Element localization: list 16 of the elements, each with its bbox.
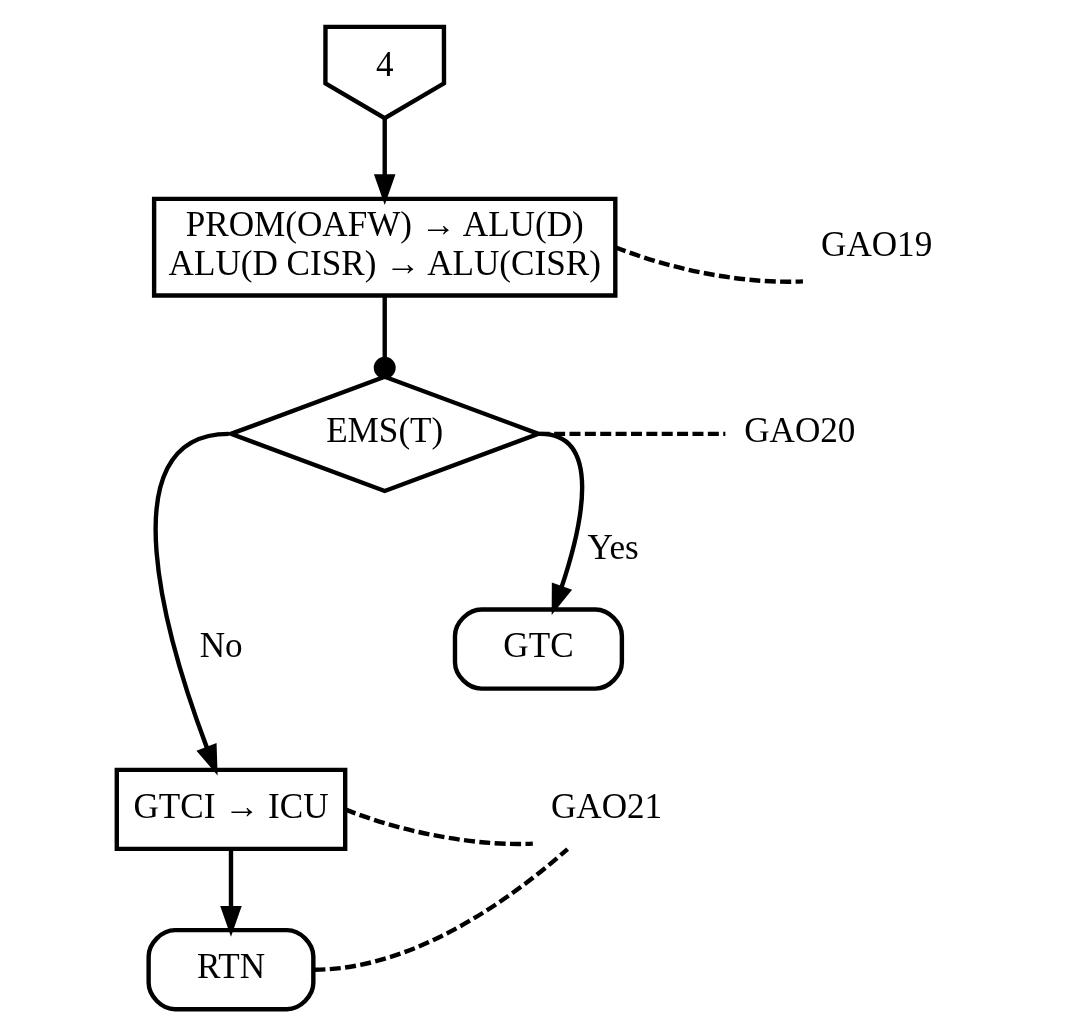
arrow — [373, 117, 395, 205]
connector — [313, 846, 569, 972]
edge-label: Yes — [587, 527, 639, 567]
arrow — [219, 848, 242, 937]
node-box: RTN — [145, 927, 316, 1011]
arrow — [153, 431, 229, 775]
node-text: GAO19 — [820, 224, 932, 264]
connector — [614, 244, 803, 284]
node-box: GTC — [452, 606, 624, 691]
edge-label: No — [199, 625, 243, 665]
connector — [373, 295, 396, 379]
node-text: GAO20 — [743, 410, 855, 450]
node-box: PROM(OAFW) → ALU(D) ALU(D CISR) → ALU(CISR) — [151, 196, 617, 298]
node-box: GTCI → ICU — [114, 767, 347, 851]
node-text: GAO21 — [550, 786, 662, 826]
connector — [538, 431, 725, 436]
